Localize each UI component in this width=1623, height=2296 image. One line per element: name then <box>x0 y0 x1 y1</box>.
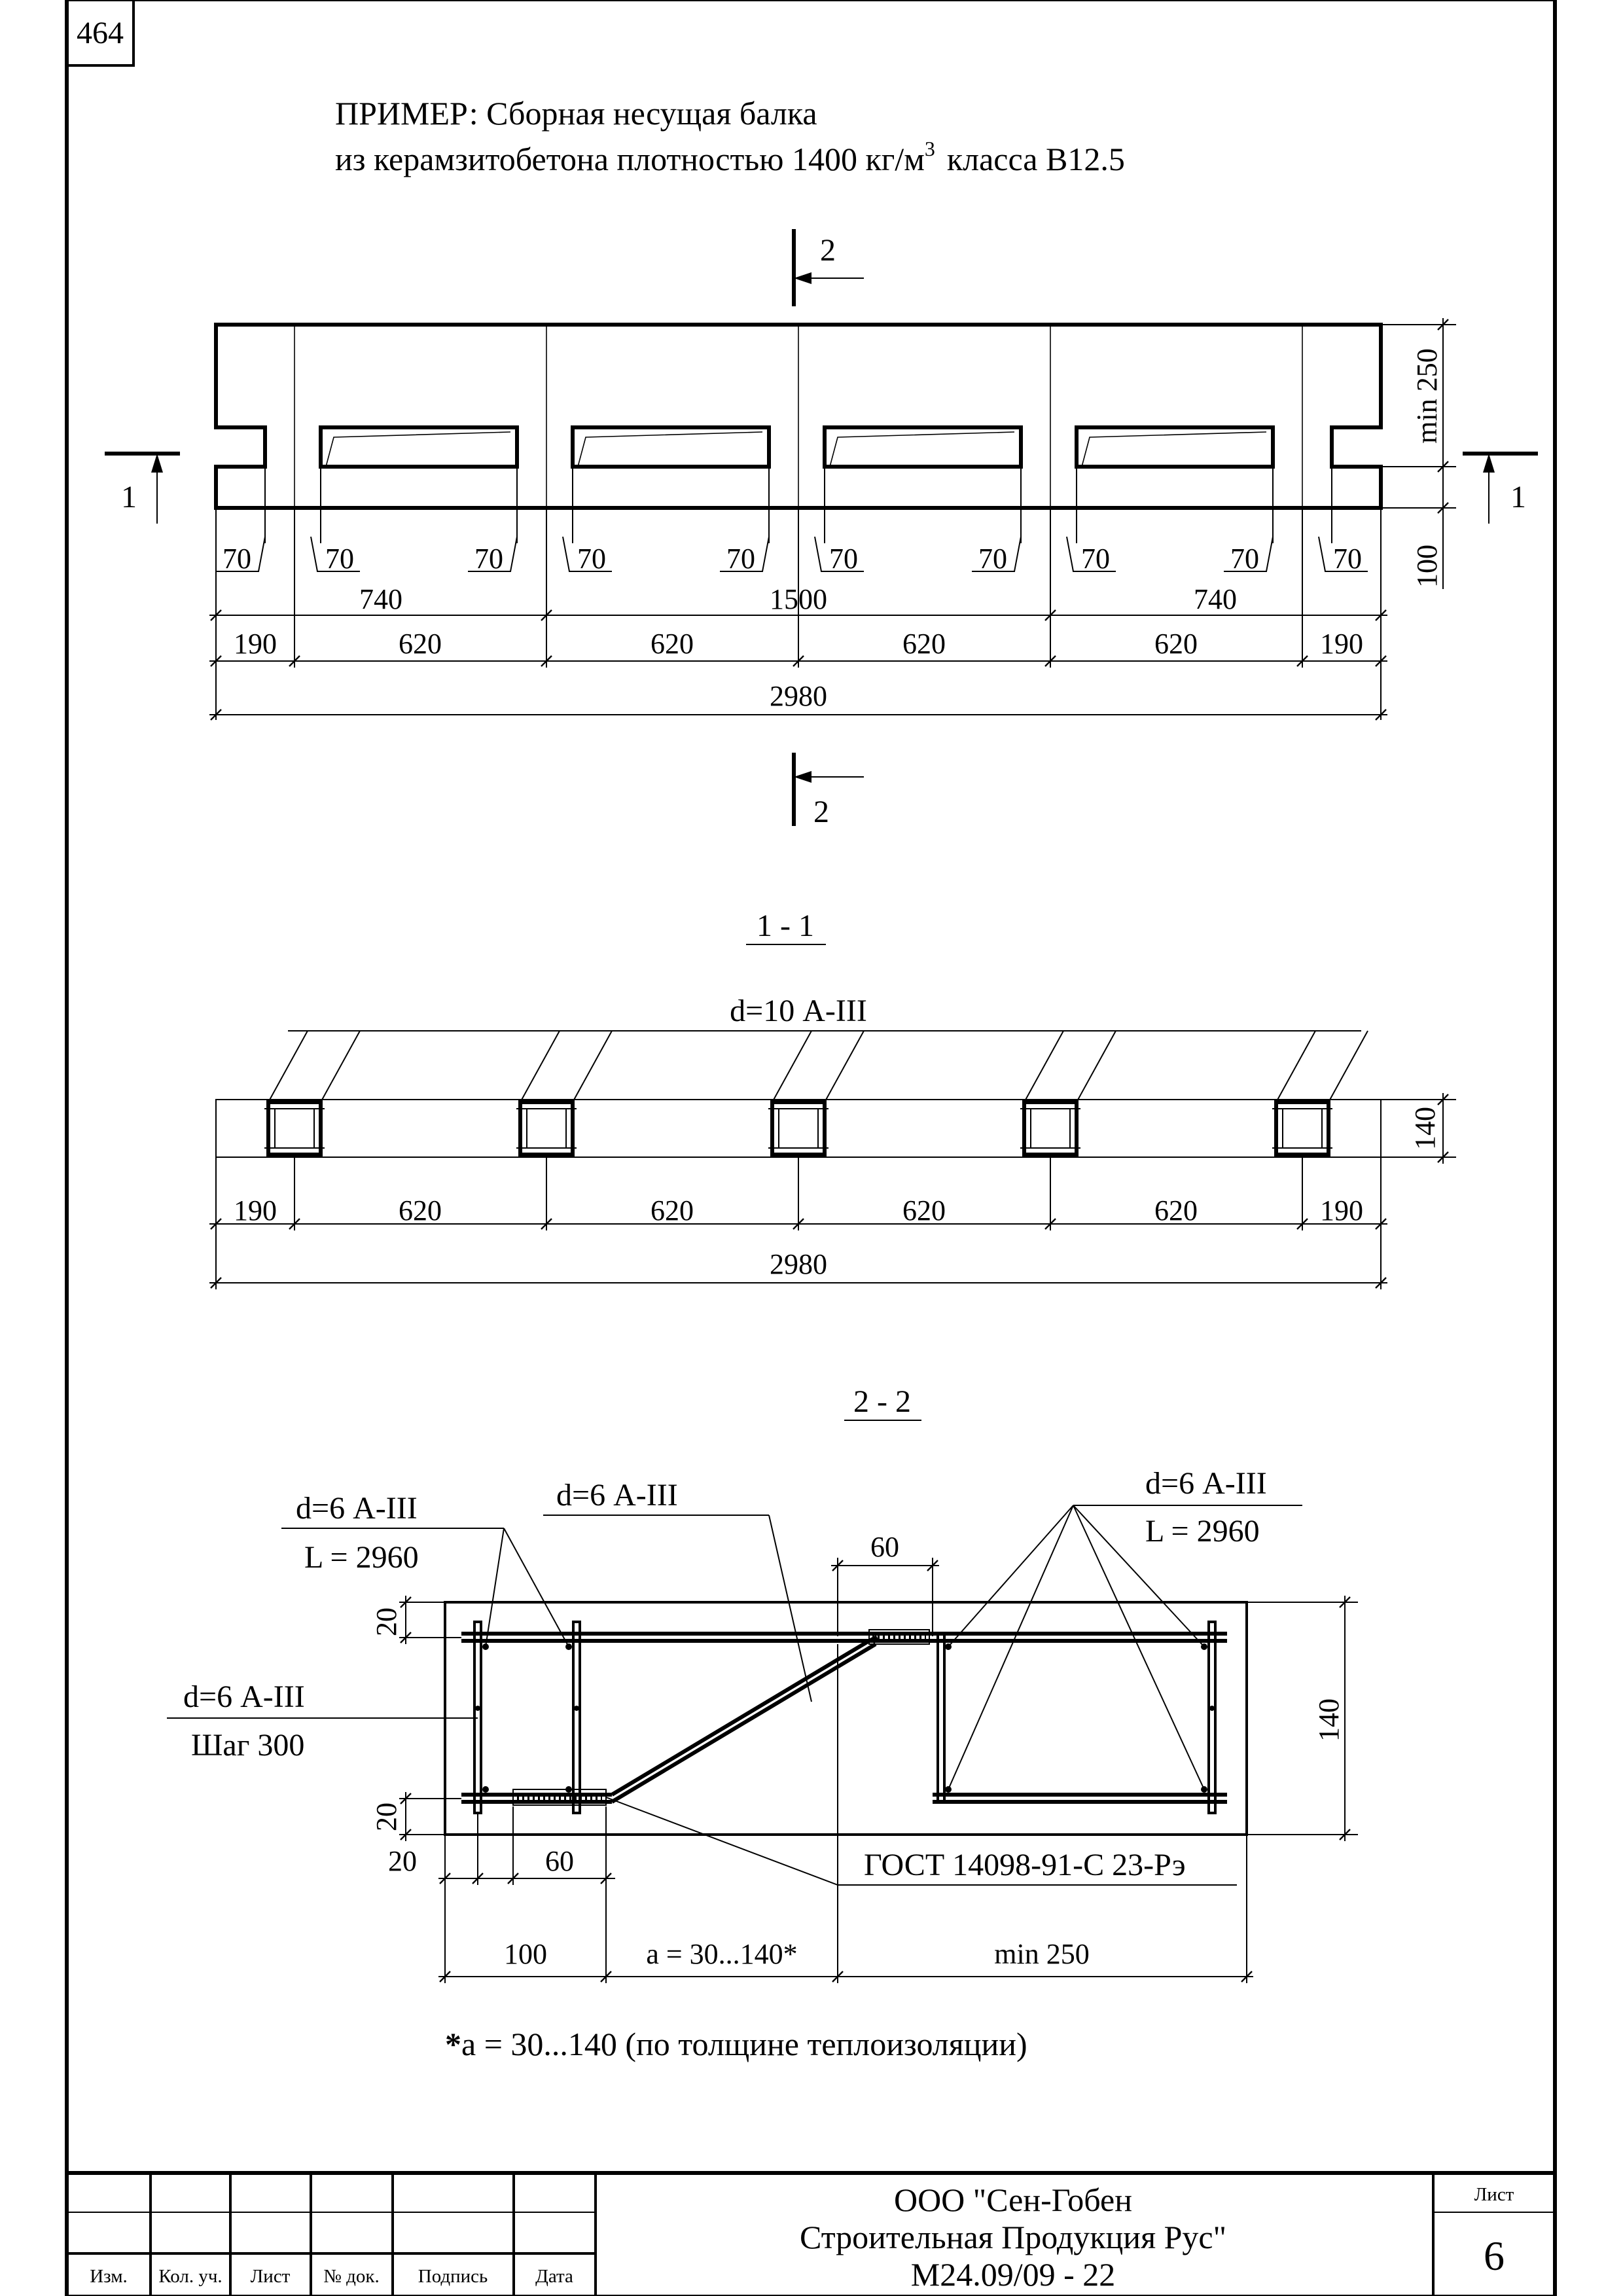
svg-text:Кол. уч.: Кол. уч. <box>158 2266 222 2287</box>
section-1-label-right: 1 <box>1510 480 1526 514</box>
svg-text:620: 620 <box>902 1194 946 1227</box>
company-line-2: Строительная Продукция Рус" <box>800 2219 1226 2255</box>
beam-elevation: 2 2 1 1 mi <box>105 229 1538 829</box>
weld-note: ГОСТ 14098-91-С 23-Рэ <box>605 1797 1237 1886</box>
section-mark-2-bottom: 2 <box>792 753 864 829</box>
svg-text:620: 620 <box>651 1194 694 1227</box>
svg-text:620: 620 <box>399 628 442 660</box>
section-mark-1-right: 1 <box>1463 452 1538 524</box>
title-block: Изм. Кол. уч. Лист № док. Подпись Дата О… <box>67 2171 1555 2296</box>
svg-text:70: 70 <box>1333 543 1362 575</box>
company-line-1: ООО "Сен-Гобен <box>894 2181 1132 2218</box>
dim-min-250-bottom: min 250 <box>994 1938 1089 1970</box>
page-number-box: 464 <box>65 0 135 67</box>
svg-text:L = 2960: L = 2960 <box>1145 1514 1260 1549</box>
bar-dots <box>475 1643 1215 1793</box>
page-number: 464 <box>77 16 124 50</box>
section-1-1-title: 1 - 1 <box>757 908 814 943</box>
section-1-1-rebar-label: d=10 А-III <box>730 994 867 1028</box>
svg-text:1500: 1500 <box>770 583 827 615</box>
welds <box>512 1629 930 1806</box>
dim-20-bottom: 20 <box>370 1803 402 1831</box>
svg-text:d=6 А-III: d=6 А-III <box>1145 1466 1267 1501</box>
elevation-total: 2980 <box>770 680 827 712</box>
dim-a-range: а = 30...140* <box>646 1938 797 1970</box>
svg-text:190: 190 <box>1320 628 1363 660</box>
svg-text:70: 70 <box>1230 543 1259 575</box>
svg-text:Шаг 300: Шаг 300 <box>191 1728 304 1763</box>
svg-text:620: 620 <box>1154 1194 1198 1227</box>
beam-openings <box>319 425 1275 469</box>
section-1-1-dim-labels: 190 620 620 620 620 190 2980 <box>234 1194 1363 1280</box>
svg-text:70: 70 <box>829 543 858 575</box>
svg-text:70: 70 <box>577 543 606 575</box>
section-2-2: 2 - 2 <box>167 1384 1358 1983</box>
title-block-headers: Изм. Кол. уч. Лист № док. Подпись Дата <box>90 2266 573 2287</box>
callout-right: d=6 А-III L = 2960 <box>948 1466 1302 1790</box>
sheet-label: Лист <box>1474 2184 1514 2205</box>
elevation-dim-labels: 740 1500 740 190 620 620 620 620 190 298… <box>234 583 1363 712</box>
svg-text:70: 70 <box>1081 543 1110 575</box>
callout-mid: d=6 А-III <box>543 1478 812 1702</box>
svg-text:190: 190 <box>234 628 277 660</box>
dim-20-h: 20 <box>388 1845 417 1877</box>
dim-20-top: 20 <box>370 1607 402 1636</box>
svg-text:Изм.: Изм. <box>90 2266 128 2287</box>
callout-left-top: d=6 А-III L = 2960 <box>281 1491 569 1647</box>
section-1-1-height: 140 <box>1409 1107 1441 1150</box>
svg-text:Подпись: Подпись <box>418 2266 488 2287</box>
svg-text:620: 620 <box>651 628 694 660</box>
drawing-title: ПРИМЕР: Сборная несущая балка из керамзи… <box>335 95 1125 177</box>
svg-text:740: 740 <box>1194 583 1237 615</box>
dim-100-bottom: 100 <box>504 1938 547 1970</box>
svg-text:620: 620 <box>902 628 946 660</box>
stirrups <box>473 1621 1217 1814</box>
footnote: *а = 30...140 (по толщине теплоизоляции) <box>445 2026 1027 2062</box>
svg-text:L = 2960: L = 2960 <box>304 1540 419 1575</box>
sheet-frame <box>65 0 1557 2296</box>
svg-text:70: 70 <box>978 543 1007 575</box>
svg-text:70: 70 <box>474 543 503 575</box>
section-1-1: 1 - 1 d=10 А-III <box>209 908 1456 1289</box>
section-2-2-title: 2 - 2 <box>853 1384 911 1419</box>
svg-text:620: 620 <box>399 1194 442 1227</box>
title-line-1: ПРИМЕР: Сборная несущая балка <box>335 95 817 132</box>
elevation-dim-rows <box>209 508 1387 721</box>
svg-text:Лист: Лист <box>251 2266 291 2287</box>
elevation-right-dims <box>1381 318 1456 589</box>
svg-text:Дата: Дата <box>535 2266 573 2287</box>
sheet-number: 6 <box>1484 2233 1505 2279</box>
svg-text:190: 190 <box>1320 1194 1363 1227</box>
svg-text:740: 740 <box>359 583 402 615</box>
svg-text:2980: 2980 <box>770 1248 827 1280</box>
section-2-label-top: 2 <box>820 233 836 268</box>
svg-text:190: 190 <box>234 1194 277 1227</box>
callout-left-mid: d=6 А-III Шаг 300 <box>167 1679 478 1763</box>
document-code: М24.09/09 - 22 <box>911 2256 1116 2293</box>
dim-70-leaders <box>216 467 1368 572</box>
longitudinal-bars <box>461 1632 1227 1804</box>
section-2-label-bottom: 2 <box>813 795 829 829</box>
rebar-cages <box>264 1030 1368 1157</box>
svg-text:70: 70 <box>726 543 755 575</box>
svg-text:70: 70 <box>223 543 251 575</box>
section-mark-2-top: 2 <box>792 229 864 306</box>
svg-text:d=6 А-III: d=6 А-III <box>556 1478 678 1513</box>
svg-text:70: 70 <box>325 543 354 575</box>
section-mark-1-left: 1 <box>105 452 180 524</box>
dim-100: 100 <box>1411 545 1443 588</box>
section-1-label-left: 1 <box>121 480 137 514</box>
svg-text:d=6 А-III: d=6 А-III <box>183 1679 305 1714</box>
svg-text:d=6 А-III: d=6 А-III <box>296 1491 418 1526</box>
svg-text:ГОСТ 14098-91-С 23-Рэ: ГОСТ 14098-91-С 23-Рэ <box>864 1848 1186 1882</box>
svg-text:620: 620 <box>1154 628 1198 660</box>
svg-text:№ док.: № док. <box>323 2266 380 2287</box>
dim-60-top: 60 <box>870 1531 899 1563</box>
dim-60-h: 60 <box>545 1845 574 1877</box>
title-line-2: из керамзитобетона плотностью 1400 кг/м3… <box>335 137 1125 177</box>
dim-70-labels: 70 70 70 70 70 70 70 70 70 70 <box>223 543 1362 575</box>
dim-min-250: min 250 <box>1411 348 1443 443</box>
dim-140: 140 <box>1313 1698 1345 1742</box>
